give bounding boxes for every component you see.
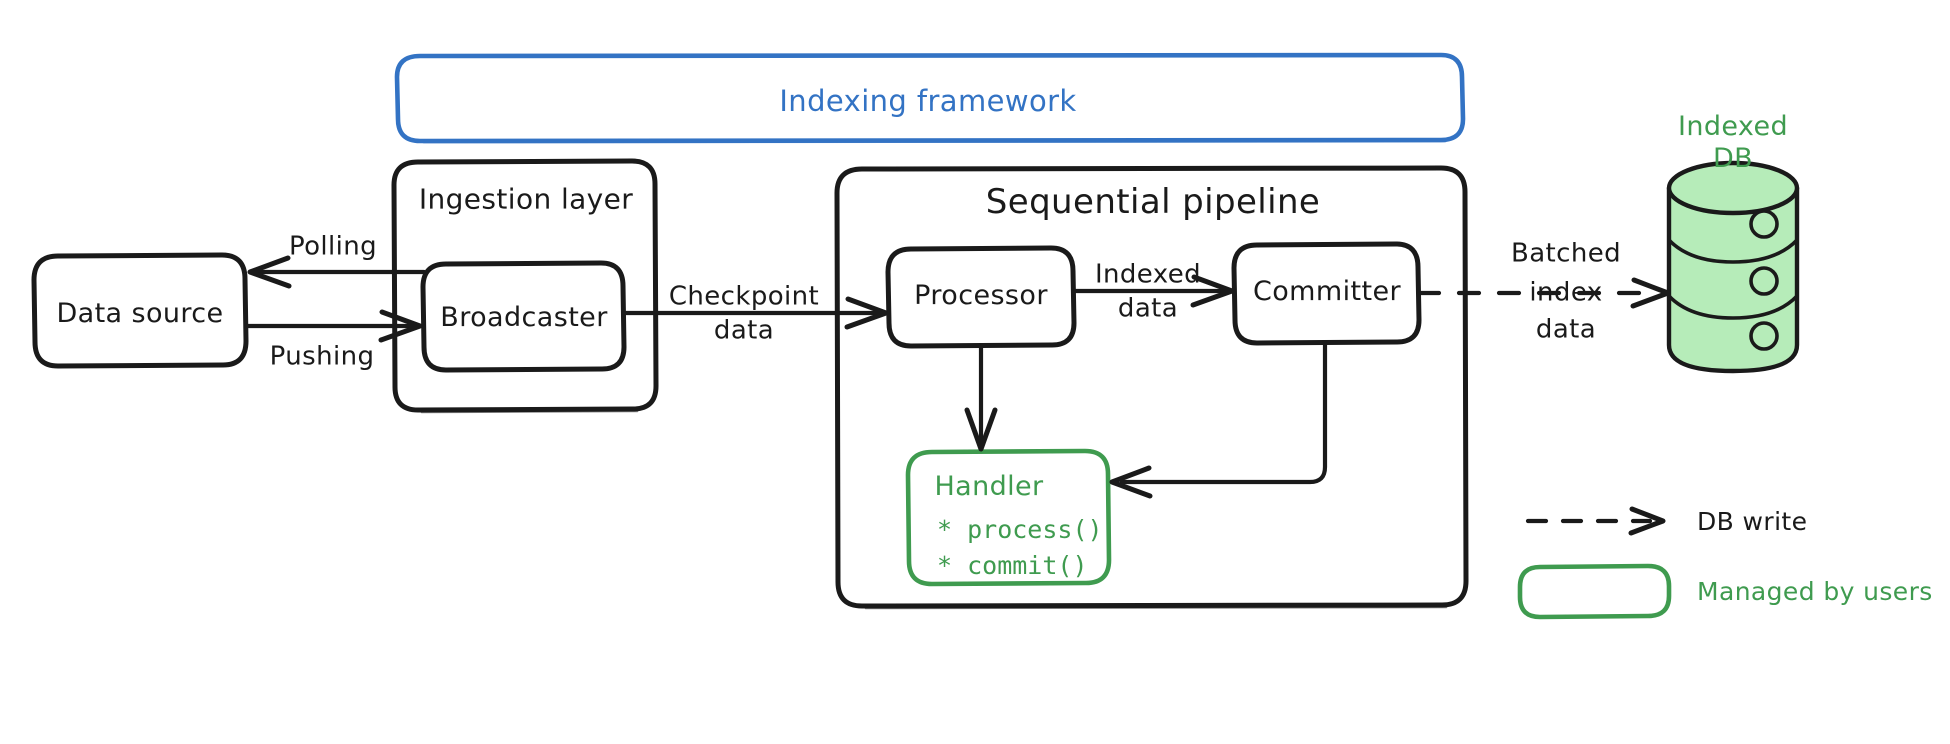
data-source-label: Data source <box>56 297 224 329</box>
sequential-pipeline-box-sketch <box>864 605 1448 610</box>
committer-to-handler-arrowhead <box>1109 465 1153 499</box>
committer-to-handler-line <box>1119 340 1328 485</box>
indexed-db-indicator-2 <box>1749 266 1779 296</box>
indexed-db-body <box>1666 185 1800 374</box>
batched-label-line3: data <box>1535 314 1597 345</box>
checkpoint-arrowhead <box>844 296 889 330</box>
indexed-db-indicator-1 <box>1749 209 1779 239</box>
indexing-framework-box-sketch <box>422 139 1447 144</box>
pushing-label: Pushing <box>269 341 375 372</box>
ingestion-layer-box-sketch <box>420 409 639 414</box>
ingestion-layer-box <box>391 158 659 413</box>
committer-label: Committer <box>1253 275 1401 307</box>
checkpoint-label-line2: data <box>713 315 775 346</box>
indexing-framework-label: Indexing framework <box>779 83 1077 118</box>
indexed-db-label-line2: DB <box>1712 142 1754 174</box>
batched-label-line1: Batched <box>1510 238 1622 269</box>
indexed-db-top <box>1666 160 1800 216</box>
committer-box[interactable] <box>1231 241 1422 346</box>
ingestion-layer-label: Ingestion layer <box>418 182 634 216</box>
processor-label: Processor <box>914 279 1048 311</box>
broadcaster-label: Broadcaster <box>440 301 608 333</box>
polling-arrowhead <box>247 255 292 289</box>
broadcaster-box[interactable] <box>420 260 627 373</box>
processor-box[interactable] <box>885 245 1077 349</box>
legend-managed-by-users-label: Managed by users <box>1697 577 1933 606</box>
sequential-pipeline-box <box>834 165 1469 609</box>
processor-to-handler-arrowhead <box>964 407 998 452</box>
legend-db-write-label: DB write <box>1697 507 1808 536</box>
data-source-box[interactable] <box>31 252 249 369</box>
indexed-db-indicator-3 <box>1749 321 1779 351</box>
indexed-data-label-line1: Indexed <box>1094 259 1202 290</box>
sequential-pipeline-label: Sequential pipeline <box>985 181 1321 222</box>
pushing-arrowhead <box>378 309 423 343</box>
legend-db-write-arrowhead <box>1628 506 1666 536</box>
batched-label-line2: index <box>1529 277 1603 308</box>
indexed-db-label-line1: Indexed <box>1677 110 1789 142</box>
handler-method-commit: * commit() <box>937 551 1088 580</box>
handler-box[interactable] <box>905 448 1112 587</box>
handler-label: Handler <box>934 470 1044 502</box>
indexed-db-divider-2 <box>1667 294 1799 320</box>
polling-label: Polling <box>288 231 378 262</box>
indexed-db-divider-1 <box>1667 238 1799 264</box>
handler-method-process: * process() <box>937 515 1103 544</box>
indexed-data-label-line2: data <box>1117 293 1179 324</box>
checkpoint-label-line1: Checkpoint <box>668 281 820 312</box>
indexed-data-arrowhead <box>1190 274 1235 308</box>
legend-managed-box <box>1517 563 1672 620</box>
